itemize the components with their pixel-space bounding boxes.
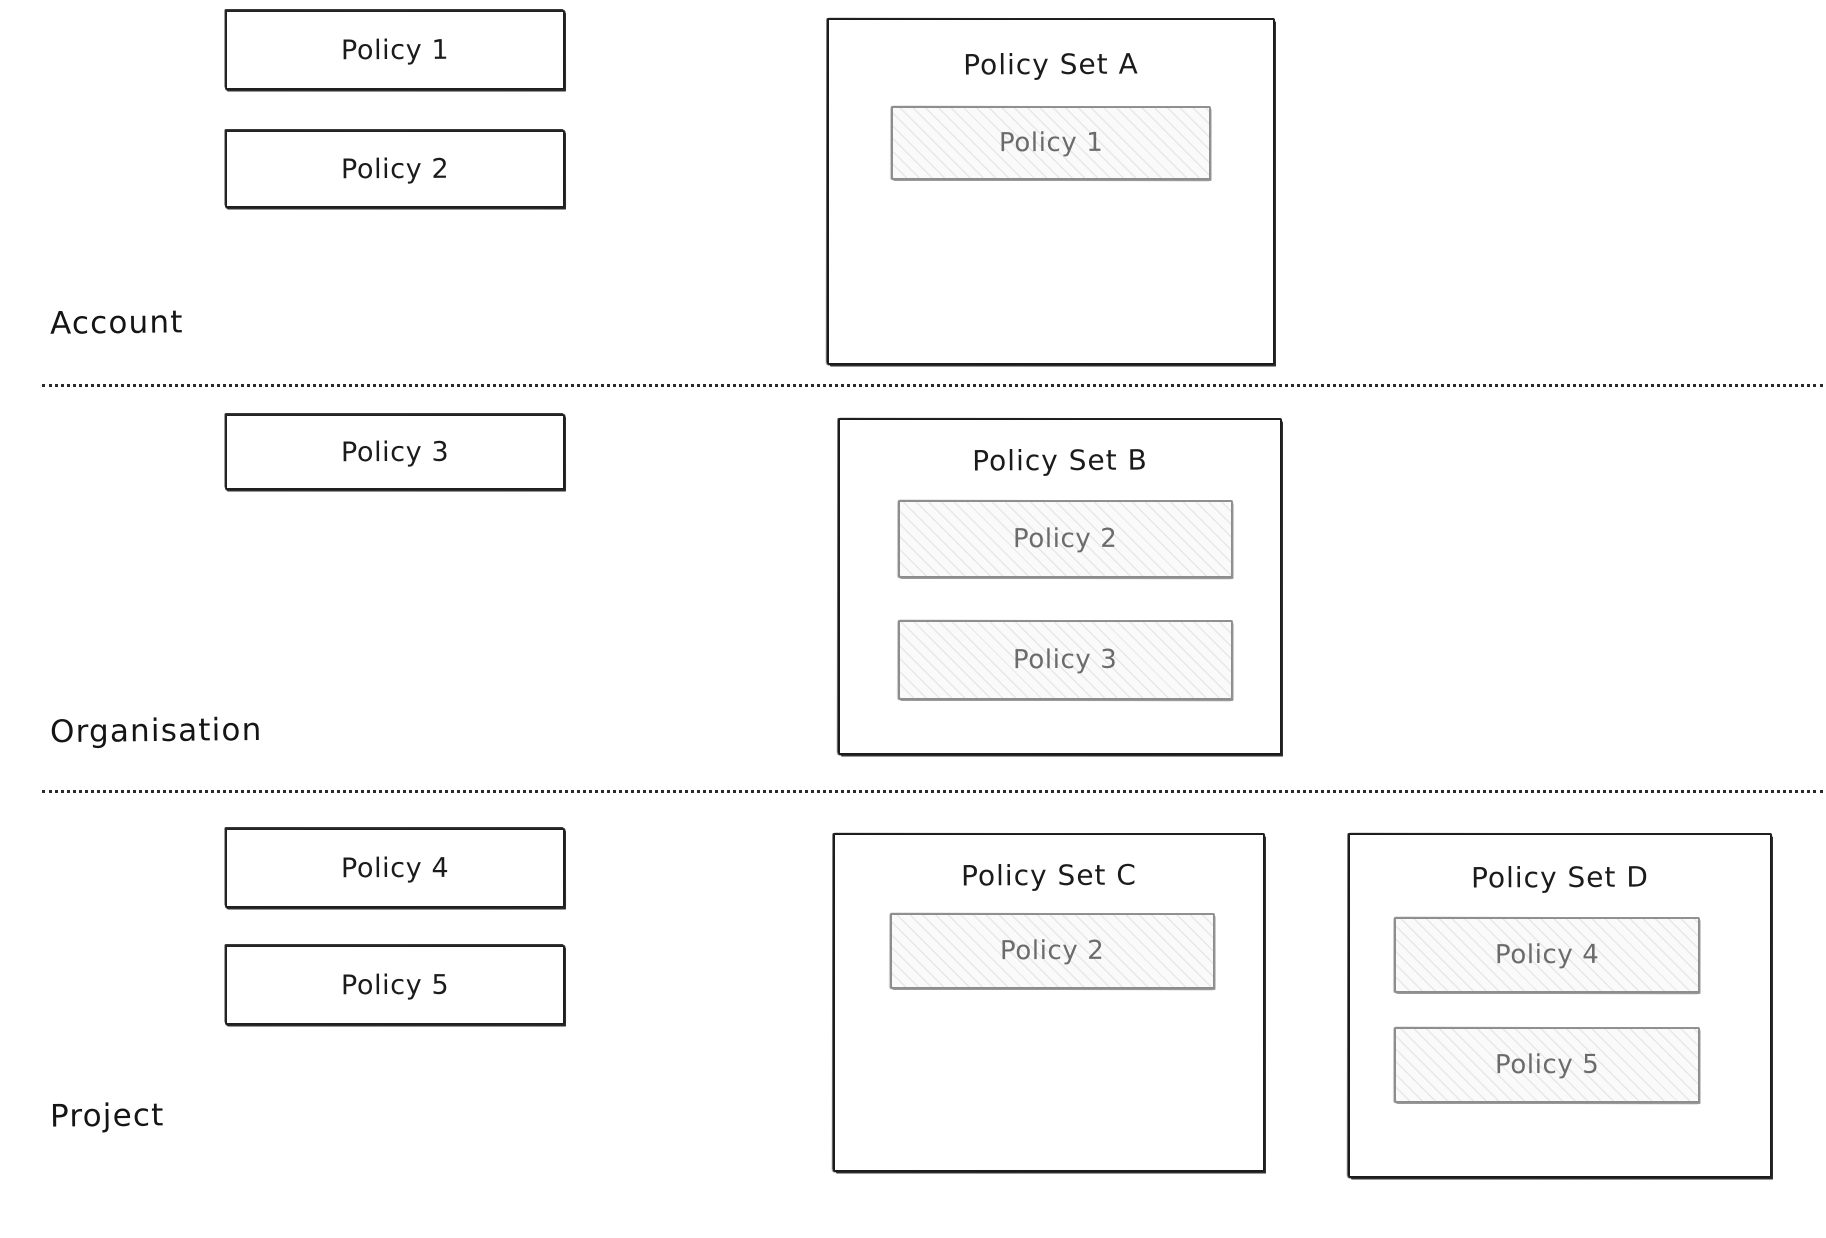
policy-set-title: Policy Set A xyxy=(963,47,1139,82)
divider-account-organisation xyxy=(42,384,1823,387)
policy-set-member-policy-1[interactable]: Policy 1 xyxy=(891,106,1211,180)
policy-set-member-policy-2[interactable]: Policy 2 xyxy=(898,500,1233,578)
policy-member-label: Policy 5 xyxy=(1494,1049,1600,1081)
policy-set-member-policy-4[interactable]: Policy 4 xyxy=(1394,917,1700,993)
policy-box-label: Policy 1 xyxy=(340,34,450,66)
policy-box-label: Policy 4 xyxy=(340,852,450,884)
tier-label-project: Project xyxy=(49,1097,165,1135)
policy-box-policy-3[interactable]: Policy 3 xyxy=(225,414,565,490)
policy-box-label: Policy 3 xyxy=(340,436,450,468)
policy-box-policy-1[interactable]: Policy 1 xyxy=(225,10,565,90)
policy-set-b[interactable]: Policy Set B Policy 2 Policy 3 xyxy=(838,418,1282,755)
policy-set-title: Policy Set B xyxy=(972,443,1148,478)
divider-organisation-project xyxy=(42,790,1823,793)
policy-box-label: Policy 5 xyxy=(340,969,450,1001)
policy-member-label: Policy 2 xyxy=(1000,935,1105,967)
policy-set-c[interactable]: Policy Set C Policy 2 xyxy=(833,833,1265,1172)
policy-member-label: Policy 3 xyxy=(1013,644,1118,676)
policy-set-d[interactable]: Policy Set D Policy 4 Policy 5 xyxy=(1348,833,1772,1178)
policy-set-member-policy-2[interactable]: Policy 2 xyxy=(890,913,1215,989)
policy-box-policy-5[interactable]: Policy 5 xyxy=(225,945,565,1025)
policy-set-a[interactable]: Policy Set A Policy 1 xyxy=(827,18,1275,365)
policy-set-member-policy-3[interactable]: Policy 3 xyxy=(898,620,1233,700)
tier-label-organisation: Organisation xyxy=(49,711,263,751)
policy-box-label: Policy 2 xyxy=(340,153,450,185)
policy-member-label: Policy 1 xyxy=(998,127,1104,159)
policy-member-label: Policy 4 xyxy=(1494,939,1600,971)
policy-box-policy-2[interactable]: Policy 2 xyxy=(225,130,565,208)
policy-set-member-policy-5[interactable]: Policy 5 xyxy=(1394,1027,1700,1103)
policy-box-policy-4[interactable]: Policy 4 xyxy=(225,828,565,908)
policy-member-label: Policy 2 xyxy=(1013,523,1118,555)
policy-set-title: Policy Set D xyxy=(1470,860,1650,895)
policy-set-title: Policy Set C xyxy=(960,858,1138,893)
tier-label-account: Account xyxy=(49,304,184,342)
